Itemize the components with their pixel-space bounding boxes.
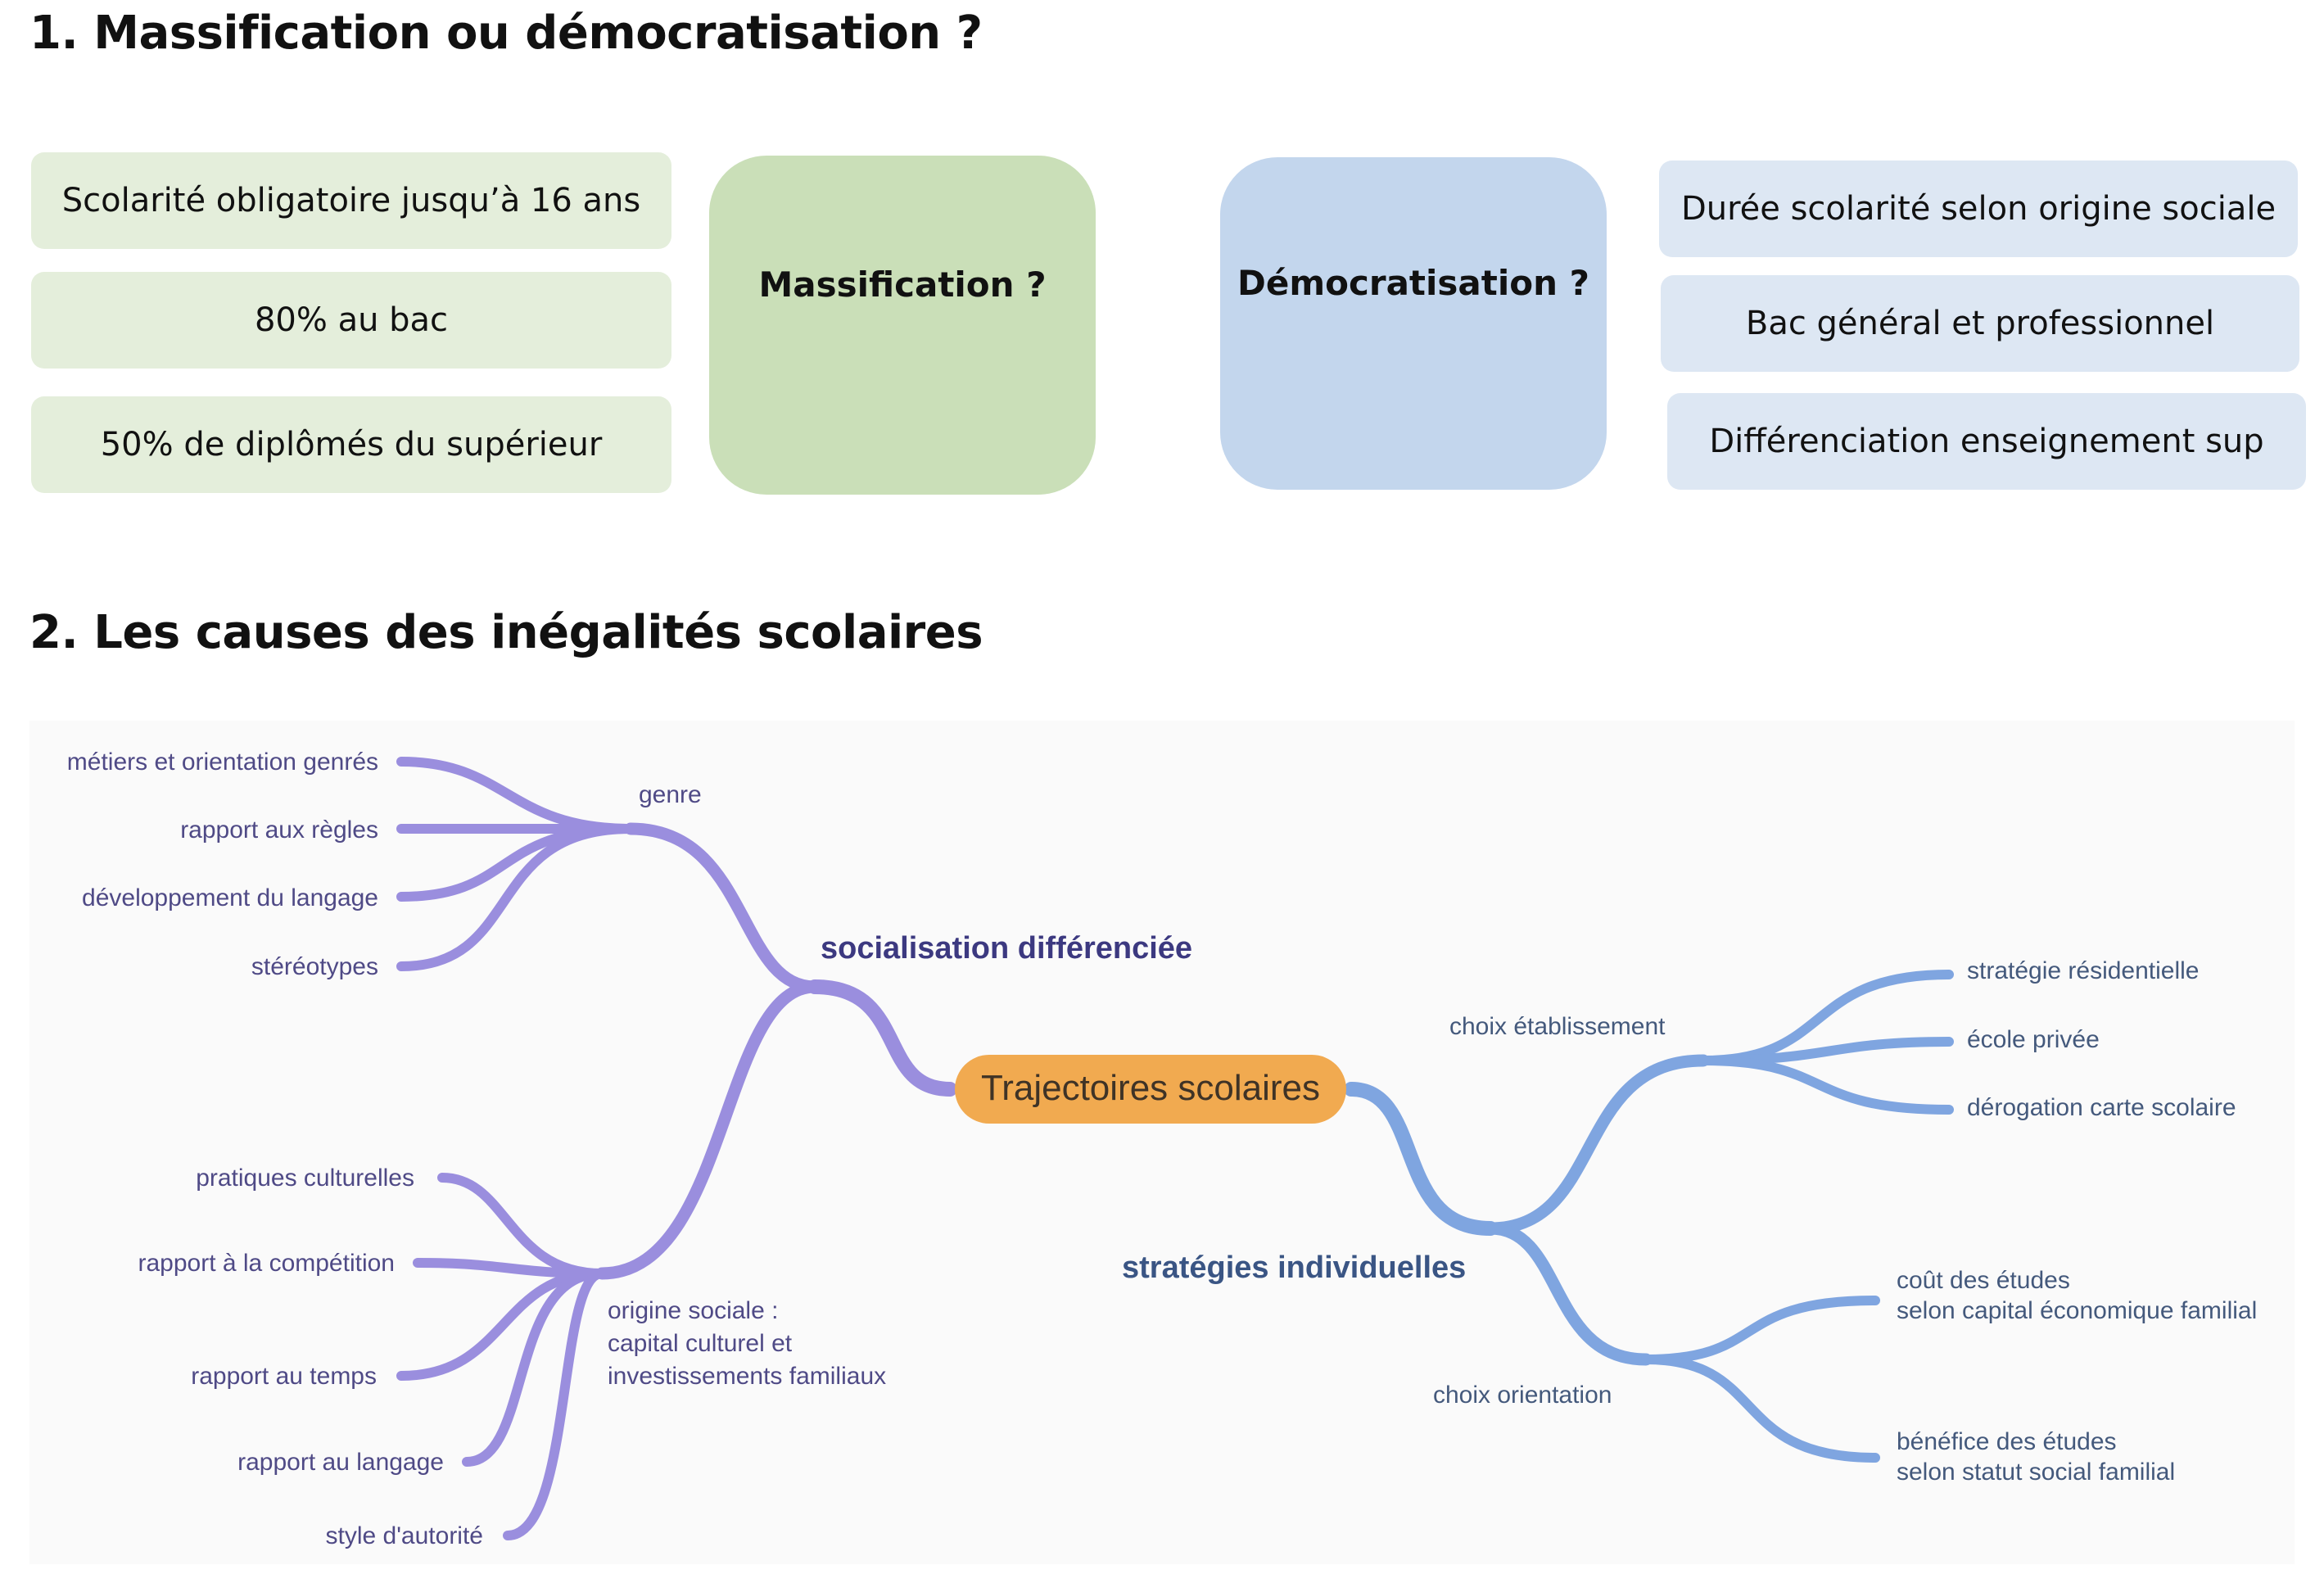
connector-genre-leaf-4 [396,824,635,971]
left-branch-connectors [396,757,957,1540]
origine-leaf-5: style d'autorité [326,1522,484,1549]
connector-etablissement-leaf-3 [1698,1056,1954,1115]
connector-strategies-orientation [1484,1222,1653,1366]
section2-title: 2. Les causes des inégalités scolaires [29,606,983,659]
orientation-leaf-2-line-2: selon statut social familial [1897,1459,2175,1486]
genre-leaf-3: développement du langage [82,884,378,911]
orientation-leaf-1-line-2: selon capital économique familial [1897,1297,2257,1324]
genre-leaf-1: métiers et orientation genrés [67,749,378,776]
origine-leaf-3: rapport au temps [191,1363,377,1390]
socialisation-label: socialisation différenciée [821,931,1192,966]
massification-item-3: 50% de diplômés du supérieur [31,396,671,493]
democratisation-item-2: Bac général et professionnel [1661,275,2299,372]
democratisation-item-3: Différenciation enseignement sup [1667,393,2306,490]
etablissement-leaf-2: école privée [1967,1026,2100,1053]
connector-socialisation-origine [595,980,821,1280]
origine-label-line-2: capital culturel et [608,1330,793,1357]
connector-socialisation-genre [624,822,821,993]
origine-label-line-1: origine sociale : [608,1297,778,1324]
connector-center-strategies [1344,1082,1498,1236]
connector-center-socialisation [807,979,957,1097]
etablissement-label: choix établissement [1449,1013,1666,1040]
orientation-leaf-1-line-1: coût des études [1897,1267,2070,1294]
origine-leaf-1: pratiques culturelles [196,1165,414,1192]
connector-origine-leaf-1 [437,1173,607,1278]
strategies-label: stratégies individuelles [1122,1251,1466,1285]
connector-origine-leaf-4 [462,1269,607,1467]
section1-title: 1. Massification ou démocratisation ? [29,7,983,60]
origine-label-line-3: investissements familiaux [608,1363,886,1390]
center-node-label: Trajectoires scolaires [981,1068,1320,1108]
orientation-leaf-2-line-1: bénéfice des études [1897,1428,2117,1455]
connector-genre-leaf-1 [396,757,635,834]
mind-map-svg: Trajectoires scolaires socialisation dif… [67,749,2257,1549]
origine-leaf-2: rapport à la compétition [138,1250,395,1277]
genre-leaf-4: stéréotypes [251,953,378,980]
center-node [955,1055,1346,1124]
orientation-label: choix orientation [1433,1382,1612,1409]
democratisation-box: Démocratisation ? [1220,157,1607,490]
mind-map: Trajectoires scolaires socialisation dif… [29,721,2295,1564]
massification-item-2: 80% au bac [31,272,671,369]
right-branch-connectors [1344,970,1954,1463]
genre-leaf-2: rapport aux règles [180,816,378,844]
connector-strategies-etablissement [1484,1054,1710,1235]
connector-orientation-leaf-2 [1641,1355,1880,1463]
genre-label: genre [639,781,702,808]
etablissement-leaf-1: stratégie résidentielle [1967,957,2200,984]
connector-origine-leaf-5 [503,1269,607,1540]
massification-box: Massification ? [709,156,1096,495]
connector-origine-leaf-3 [396,1269,607,1381]
origine-leaf-4: rapport au langage [237,1449,444,1476]
connector-orientation-leaf-1 [1641,1296,1880,1364]
massification-item-1: Scolarité obligatoire jusqu’à 16 ans [31,152,671,249]
democratisation-item-1: Durée scolarité selon origine sociale [1659,161,2298,257]
etablissement-leaf-3: dérogation carte scolaire [1967,1094,2236,1121]
